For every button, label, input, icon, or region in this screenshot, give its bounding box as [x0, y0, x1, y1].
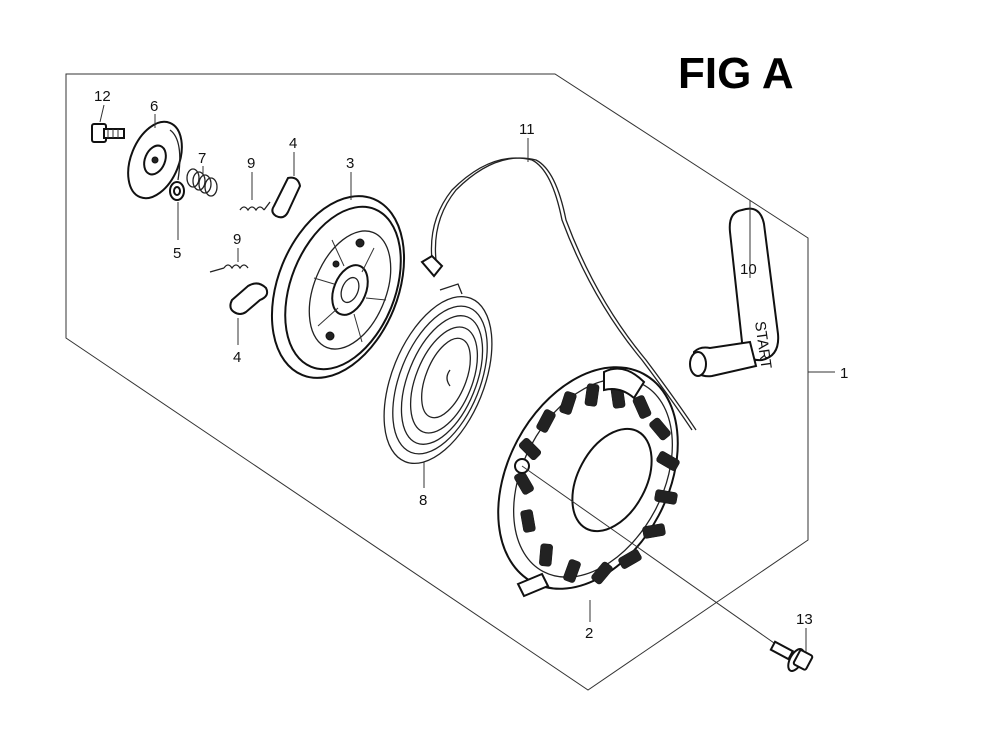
part-9-spring-upper: [239, 201, 271, 212]
callout-13: 13: [796, 611, 813, 628]
part-4-pawl-lower: [229, 282, 269, 315]
part-6-ratchet-disc: [127, 120, 183, 200]
callout-4-upper: 4: [289, 135, 297, 152]
callout-8: 8: [419, 492, 427, 509]
callout-11: 11: [519, 121, 535, 138]
callout-9-upper: 9: [247, 155, 255, 172]
callout-3: 3: [346, 155, 354, 172]
part-11-starter-rope: [420, 157, 697, 431]
bolt-axis-line: [521, 465, 785, 651]
part-9-spring-lower: [209, 264, 249, 273]
callout-2: 2: [585, 625, 593, 642]
part-7-spring: [186, 168, 218, 197]
part-12-bolt: [91, 123, 125, 143]
callout-9-lower: 9: [233, 231, 241, 248]
part-8-recoil-spring: [383, 283, 493, 465]
callout-12: 12: [94, 88, 111, 105]
figure-title: FIG A: [678, 49, 794, 98]
part-5-washer: [169, 181, 185, 201]
leader-12: [99, 104, 105, 123]
part-10-handle: START: [689, 207, 780, 378]
part-4-pawl-upper: [271, 176, 302, 219]
callout-1: 1: [840, 365, 848, 382]
callout-6: 6: [150, 98, 158, 115]
callout-10: 10: [740, 261, 757, 278]
assembly-outline: [65, 73, 809, 691]
callout-4-lower: 4: [233, 349, 241, 366]
handle-text: START: [751, 320, 774, 370]
part-13-flange-bolt: [769, 640, 814, 672]
callout-7: 7: [198, 150, 206, 167]
part-3-reel: [270, 195, 406, 379]
part-2-starter-case: [497, 366, 680, 598]
callout-5: 5: [173, 245, 181, 262]
